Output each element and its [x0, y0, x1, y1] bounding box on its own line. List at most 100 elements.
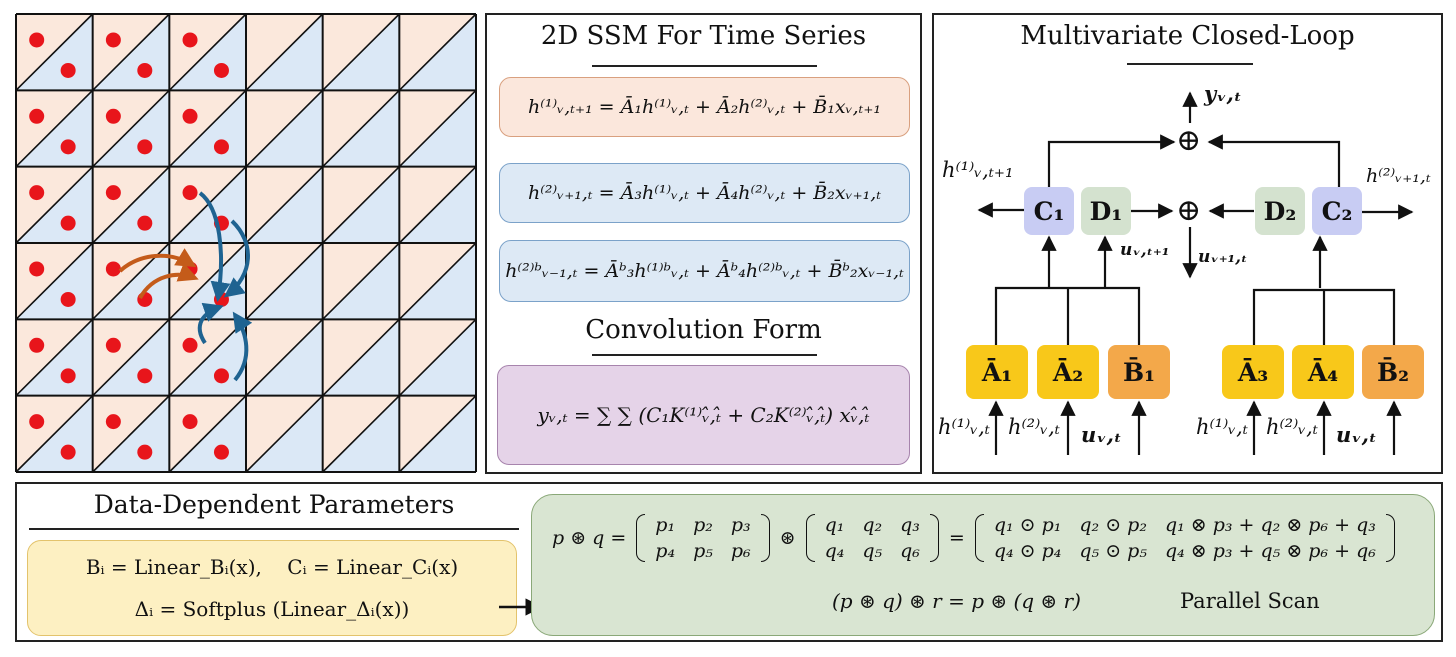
- grid-diagonal: [168, 13, 247, 91]
- dependency-arrow: [223, 219, 250, 298]
- grid-figure: [15, 13, 477, 473]
- grid-diagonal: [245, 166, 324, 244]
- matrix-cell: q₁ ⊗ p₃ + q₂ ⊗ p₆ + q₃: [1164, 514, 1376, 536]
- ssm-title-rule: [592, 65, 817, 67]
- loop-title-rule: [1127, 63, 1253, 65]
- dependency-arrow: [197, 302, 224, 345]
- grid-diagonal: [398, 395, 477, 473]
- grid-diagonal: [15, 13, 94, 91]
- params-line2: Δᵢ = Softplus (Linear_Δᵢ(x)): [134, 597, 410, 621]
- input-u-left: uᵥ,ₜ: [1081, 422, 1122, 447]
- matrix-cell: p₁: [655, 514, 676, 536]
- grid-diagonal: [322, 89, 400, 168]
- matrix-cell: q₆: [900, 540, 920, 562]
- state-dot: [213, 444, 229, 460]
- conv-eq-text: yᵥ,ₜ = ∑ ∑ (C₁K⁽¹⁾ᵥ̂,ₜ̂ + C₂K⁽²⁾ᵥ̂,ₜ̂) x…: [537, 403, 870, 427]
- params-box: Bᵢ = Linear_Bᵢ(x), Cᵢ = Linear_Cᵢ(x) Δᵢ …: [27, 540, 517, 636]
- state-dot: [60, 215, 76, 231]
- matrix-cell: p₆: [730, 540, 751, 562]
- scan-op: ⊛: [779, 527, 796, 549]
- grid-diagonal: [92, 166, 170, 244]
- state-dot: [29, 185, 45, 201]
- matrix-cell: q₃: [900, 514, 920, 536]
- grid-diagonal: [15, 242, 94, 320]
- grid-diagonal: [168, 89, 247, 168]
- grid-diagonal: [245, 13, 324, 91]
- grid-diagonal: [15, 89, 94, 168]
- state-dot: [60, 62, 76, 78]
- loop-title: Multivariate Closed-Loop: [1020, 21, 1355, 51]
- state-dot: [137, 215, 153, 231]
- state-dot: [105, 32, 121, 48]
- B1-block: B̄₁: [1108, 345, 1170, 399]
- conv-title: Convolution Form: [585, 315, 822, 345]
- associativity-eq: (p ⊛ q) ⊛ r = p ⊛ (q ⊛ r): [832, 589, 1081, 613]
- ssm-panel: 2D SSM For Time Series h⁽¹⁾ᵥ,ₜ₊₁ = Ā₁h⁽¹…: [485, 13, 922, 474]
- y-output-label: yᵥ,ₜ: [1204, 81, 1242, 106]
- matrix-cell: q₄: [824, 540, 845, 562]
- state-dot: [137, 139, 153, 155]
- state-dot: [137, 444, 153, 460]
- A3-block: Ā₃: [1222, 345, 1284, 399]
- state-dot: [182, 414, 198, 430]
- params-title: Data-Dependent Parameters: [93, 490, 455, 519]
- input-h2-right: h⁽²⁾ᵥ,ₜ: [1266, 415, 1318, 439]
- A4-block: Ā₄: [1292, 345, 1354, 399]
- grid-diagonal: [322, 166, 400, 244]
- grid-diagonal: [92, 318, 170, 397]
- state-dot: [60, 139, 76, 155]
- matrix-cell: q₁: [824, 514, 845, 536]
- matrix-cell: q₁ ⊙ p₁: [993, 514, 1062, 536]
- equation-h2-forward: h⁽²⁾ᵥ₊₁,ₜ = Ā₃h⁽¹⁾ᵥ,ₜ + Ā₄h⁽²⁾ᵥ,ₜ + B̄₂x…: [499, 163, 910, 223]
- h-left-out-label: h⁽¹⁾ᵥ,ₜ₊₁: [942, 158, 1014, 182]
- matrix-cell: q₄ ⊙ p₄: [993, 540, 1062, 562]
- parallel-scan-label: Parallel Scan: [1180, 589, 1320, 613]
- grid-diagonal: [322, 395, 400, 473]
- conv-title-rule: [592, 354, 817, 356]
- state-dot: [137, 62, 153, 78]
- grid-diagonal: [15, 318, 94, 397]
- state-dot: [182, 32, 198, 48]
- scan-lhs: p ⊛ q =: [552, 527, 627, 549]
- loop-wires: [977, 91, 1414, 455]
- grid-diagonal: [245, 318, 324, 397]
- state-dot: [137, 368, 153, 384]
- eq1-text: h⁽¹⁾ᵥ,ₜ₊₁ = Ā₁h⁽¹⁾ᵥ,ₜ + Ā₂h⁽²⁾ᵥ,ₜ + B̄₁x…: [527, 96, 882, 118]
- eq2-text: h⁽²⁾ᵥ₊₁,ₜ = Ā₃h⁽¹⁾ᵥ,ₜ + Ā₄h⁽²⁾ᵥ,ₜ + B̄₂x…: [527, 182, 882, 204]
- grid-diagonal: [245, 89, 324, 168]
- grid-diagonal: [15, 166, 94, 244]
- dependency-arrow: [138, 262, 199, 300]
- grid-diagonal: [168, 166, 247, 244]
- dependency-arrow: [232, 311, 253, 382]
- dependency-arrow: [198, 191, 231, 302]
- matrix-cell: p₂: [693, 514, 713, 536]
- grid-diagonal: [398, 166, 477, 244]
- grid-diagonal: [168, 395, 247, 473]
- input-u-right: uᵥ,ₜ: [1336, 422, 1377, 447]
- input-h1-right: h⁽¹⁾ᵥ,ₜ: [1196, 415, 1248, 439]
- matrix-cell: q₅ ⊙ p₅: [1079, 540, 1147, 562]
- grid-diagonal: [398, 318, 477, 397]
- C1-block: C₁: [1024, 187, 1074, 235]
- state-dot: [29, 337, 45, 353]
- plus-top-icon: ⊕: [1176, 123, 1202, 158]
- grid-diagonal: [15, 395, 94, 473]
- grid-diagonal: [245, 242, 324, 320]
- h-right-out-label: h⁽²⁾ᵥ₊₁,ₜ: [1366, 165, 1431, 187]
- matrix-cell: p₅: [693, 540, 713, 562]
- equation-convolution: yᵥ,ₜ = ∑ ∑ (C₁K⁽¹⁾ᵥ̂,ₜ̂ + C₂K⁽²⁾ᵥ̂,ₜ̂) x…: [497, 365, 910, 465]
- equation-h2-backward: h⁽²⁾ᵇᵥ₋₁,ₜ = Āᵇ₃h⁽¹⁾ᵇᵥ,ₜ + Āᵇ₄h⁽²⁾ᵇᵥ,ₜ +…: [499, 240, 910, 302]
- u-right-label: uᵥ₊₁,ₜ: [1198, 247, 1248, 267]
- grid-diagonal: [168, 242, 247, 320]
- params-line1: Bᵢ = Linear_Bᵢ(x), Cᵢ = Linear_Cᵢ(x): [85, 555, 459, 579]
- grid-panel: [15, 13, 477, 473]
- input-h2-left: h⁽²⁾ᵥ,ₜ: [1008, 415, 1060, 439]
- state-dot: [137, 291, 153, 307]
